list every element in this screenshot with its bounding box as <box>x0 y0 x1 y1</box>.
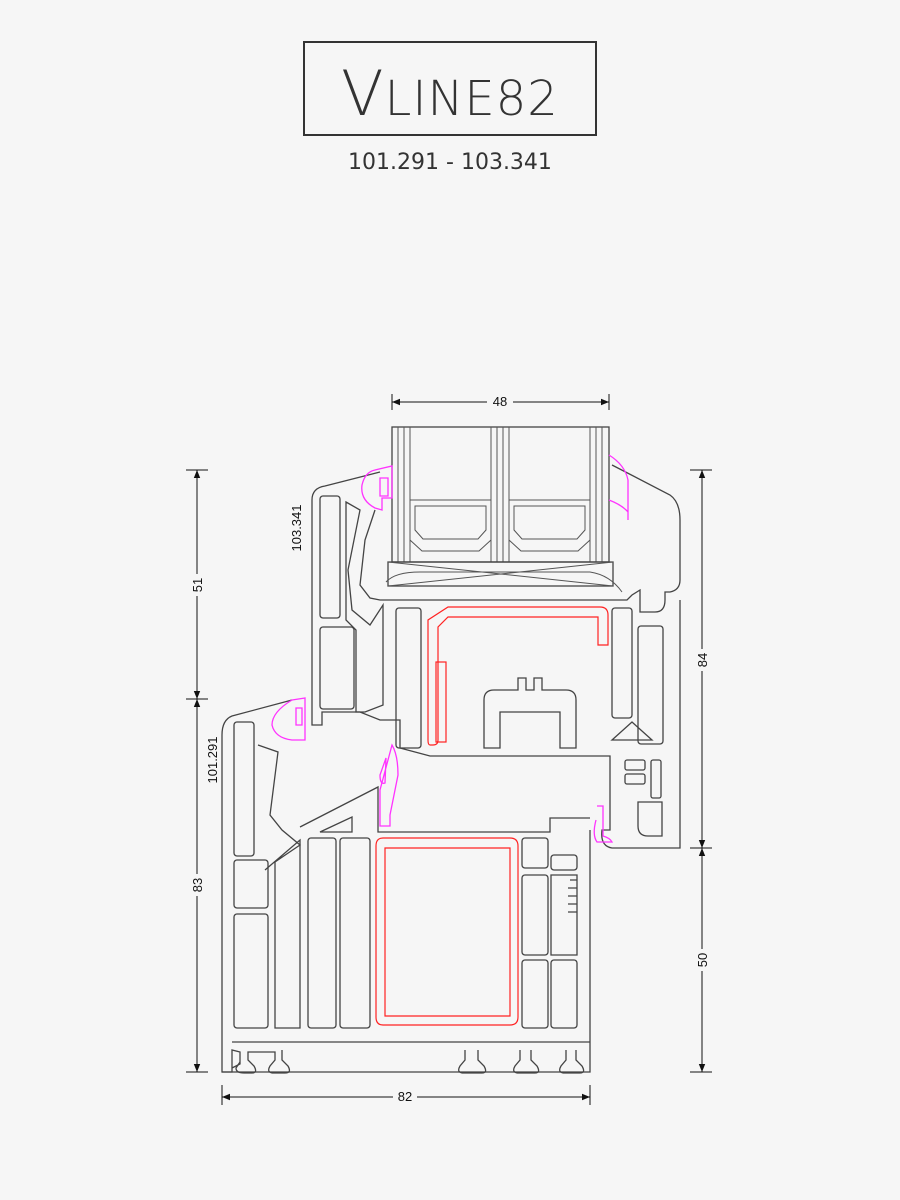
dim-82-label: 82 <box>398 1089 412 1104</box>
dimension-bottom: 82 <box>221 1085 591 1105</box>
frame-code-label: 101.291 <box>205 737 220 784</box>
steel-reinforcement-sash <box>427 606 609 746</box>
logo: VLINE82 <box>303 41 597 136</box>
profile-codes-subtitle: 101.291 - 103.341 <box>348 150 552 175</box>
steel-reinforcement-frame <box>375 837 519 1026</box>
logo-letter-v: V <box>341 57 385 130</box>
sash-profile <box>311 464 681 849</box>
logo-letters: LINE82 <box>384 71 559 127</box>
dim-83-label: 83 <box>190 878 205 892</box>
glazing-unit <box>385 426 623 593</box>
dimension-left: 51 83 103.341 101.291 <box>186 469 304 1073</box>
gaskets <box>271 454 629 843</box>
dim-84-label: 84 <box>695 653 710 667</box>
logo-text: VLINE82 <box>305 57 595 130</box>
frame-profile <box>221 699 591 1074</box>
sash-code-label: 103.341 <box>289 505 304 552</box>
dim-51-label: 51 <box>190 578 205 592</box>
dim-48-label: 48 <box>493 394 507 409</box>
dimension-glass-width: 48 <box>391 392 610 410</box>
dim-50-label: 50 <box>695 953 710 967</box>
dimension-right: 84 50 <box>690 469 712 1073</box>
